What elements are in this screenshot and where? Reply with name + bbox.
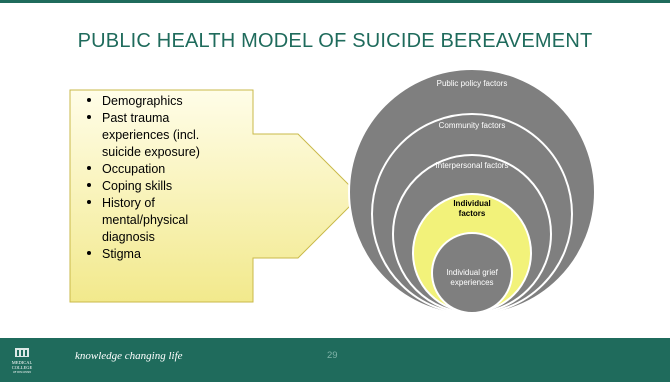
page-number: 29	[327, 350, 338, 361]
bullet-dot	[87, 183, 91, 187]
top-rule	[0, 0, 670, 3]
slide-title: PUBLIC HEALTH MODEL OF SUICIDE BEREAVEME…	[77, 30, 593, 52]
concentric-rings: Public policy factors Community factors …	[348, 68, 596, 316]
risk-factor-list: Demographics Past trauma experiences (in…	[87, 94, 200, 261]
bullet-history-3: diagnosis	[102, 230, 155, 244]
bullet-history-2: mental/physical	[102, 213, 188, 227]
bullet-occupation: Occupation	[102, 162, 165, 176]
bullet-past-trauma-2: experiences (incl.	[102, 128, 199, 142]
ring-label-grief-1: Individual grief	[446, 268, 498, 277]
bullet-dot	[87, 200, 91, 204]
footer-bar	[0, 338, 670, 382]
svg-text:OF WISCONSIN: OF WISCONSIN	[13, 371, 31, 374]
bullet-dot	[87, 166, 91, 170]
bullet-history-1: History of	[102, 196, 155, 210]
bullet-demographics: Demographics	[102, 94, 183, 108]
bullet-stigma: Stigma	[102, 247, 141, 261]
bullet-past-trauma-1: Past trauma	[102, 111, 169, 125]
bullet-dot	[87, 98, 91, 102]
bullet-coping-skills: Coping skills	[102, 179, 172, 193]
footer-tagline: knowledge changing life	[75, 350, 183, 362]
svg-text:COLLEGE: COLLEGE	[12, 365, 33, 370]
ring-label-grief-2: experiences	[450, 278, 493, 287]
bullet-dot	[87, 251, 91, 255]
ring-label-community: Community factors	[439, 121, 506, 130]
ring-label-individual-1: Individual	[453, 199, 490, 208]
factors-arrow	[69, 89, 361, 303]
ring-grief	[431, 232, 513, 314]
svg-text:MEDICAL: MEDICAL	[12, 360, 33, 365]
ring-label-interpersonal: Interpersonal factors	[436, 161, 509, 170]
bullet-past-trauma-3: suicide exposure)	[102, 145, 200, 159]
medical-college-logo: MEDICAL COLLEGE OF WISCONSIN	[12, 348, 33, 374]
ring-label-public-policy: Public policy factors	[437, 79, 508, 88]
bullet-dot	[87, 115, 91, 119]
ring-label-individual-2: factors	[459, 209, 486, 218]
